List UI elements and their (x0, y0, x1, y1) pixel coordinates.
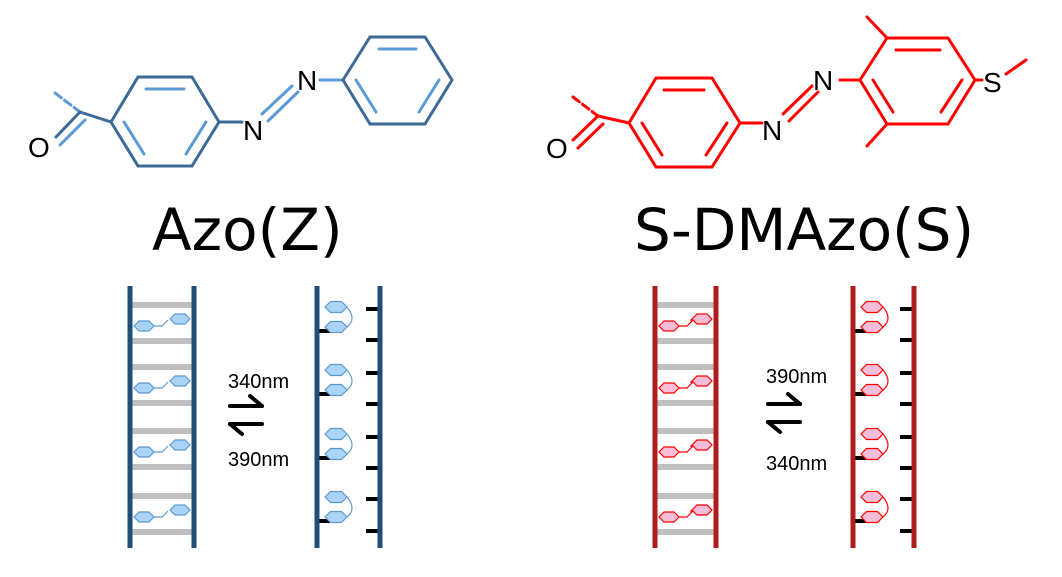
azobenzene-ring (324, 300, 348, 314)
azobenzene-ring (658, 320, 680, 332)
azo-oxygen-label: O (28, 132, 50, 163)
azo-trans-duplex (127, 286, 197, 548)
azobenzene-ring (169, 313, 191, 325)
s-dmazo-molecule (571, 15, 1028, 169)
azo-equilibrium-arrows (228, 394, 264, 436)
azo-wavelength-forward: 340nm (228, 371, 289, 393)
s-dmazo-nitrogen-label-1: N (762, 115, 782, 146)
azo-cis-strand (314, 286, 383, 548)
azobenzene-ring (691, 375, 713, 387)
azo-nitrogen-label-2: N (297, 65, 317, 96)
azobenzene-ring (860, 300, 884, 314)
azobenzene-ring (133, 446, 155, 458)
azo-linker (154, 381, 169, 389)
azo-linker (346, 369, 353, 391)
azo-linker (346, 433, 353, 455)
azo-linker (882, 369, 889, 391)
azo-linker (679, 510, 695, 518)
azo-wavelength-reverse: 390nm (228, 449, 289, 471)
azobenzene-ring (691, 439, 713, 451)
azobenzene-ring (860, 383, 884, 397)
azo-linker (679, 319, 695, 327)
azobenzene-ring (658, 382, 680, 394)
s-dmazo-equilibrium-arrows (766, 392, 802, 434)
s-dmazo-wavelength-reverse: 340nm (766, 453, 827, 475)
azo-linker (882, 496, 889, 518)
azo-linker (154, 319, 169, 327)
azo-linker (154, 445, 169, 453)
azobenzene-ring (860, 490, 884, 504)
azobenzene-ring (324, 490, 348, 504)
azo-linker (882, 306, 889, 328)
azo-linker (882, 433, 889, 455)
azobenzene-ring (860, 427, 884, 441)
azobenzene-ring (324, 383, 348, 397)
azobenzene-ring (133, 511, 155, 523)
azo-linker (346, 306, 353, 328)
azobenzene-ring (324, 447, 348, 461)
azo-molecule (53, 35, 454, 168)
s-dmazo-wavelength-forward: 390nm (766, 366, 827, 388)
azo-linker (679, 445, 695, 453)
azobenzene-ring (133, 382, 155, 394)
azobenzene-ring (324, 320, 348, 334)
azo-linker (346, 496, 353, 518)
azobenzene-ring (169, 504, 191, 516)
azobenzene-ring (860, 510, 884, 524)
azobenzene-ring (860, 320, 884, 334)
azobenzene-ring (860, 363, 884, 377)
azobenzene-ring (658, 446, 680, 458)
azobenzene-ring (169, 439, 191, 451)
azobenzene-ring (658, 511, 680, 523)
s-dmazo-title: S-DMAzo(S) (634, 196, 974, 264)
azo-linker (154, 510, 169, 518)
s-dmazo-sulfur-label: S (983, 67, 1002, 98)
azobenzene-ring (324, 363, 348, 377)
azobenzene-ring (691, 313, 713, 325)
azobenzene-ring (324, 427, 348, 441)
s-dmazo-oxygen-label: O (546, 133, 568, 164)
azo-linker (679, 381, 695, 389)
azobenzene-ring (691, 504, 713, 516)
azobenzene-ring (169, 375, 191, 387)
s-dmazo-nitrogen-label-2: N (813, 65, 833, 96)
azobenzene-ring (324, 510, 348, 524)
azobenzene-ring (133, 320, 155, 332)
azo-title: Azo(Z) (152, 196, 343, 264)
s-dmazo-trans-duplex (652, 286, 719, 548)
azo-nitrogen-label-1: N (243, 115, 263, 146)
azobenzene-ring (860, 447, 884, 461)
s-dmazo-cis-strand (850, 286, 917, 548)
